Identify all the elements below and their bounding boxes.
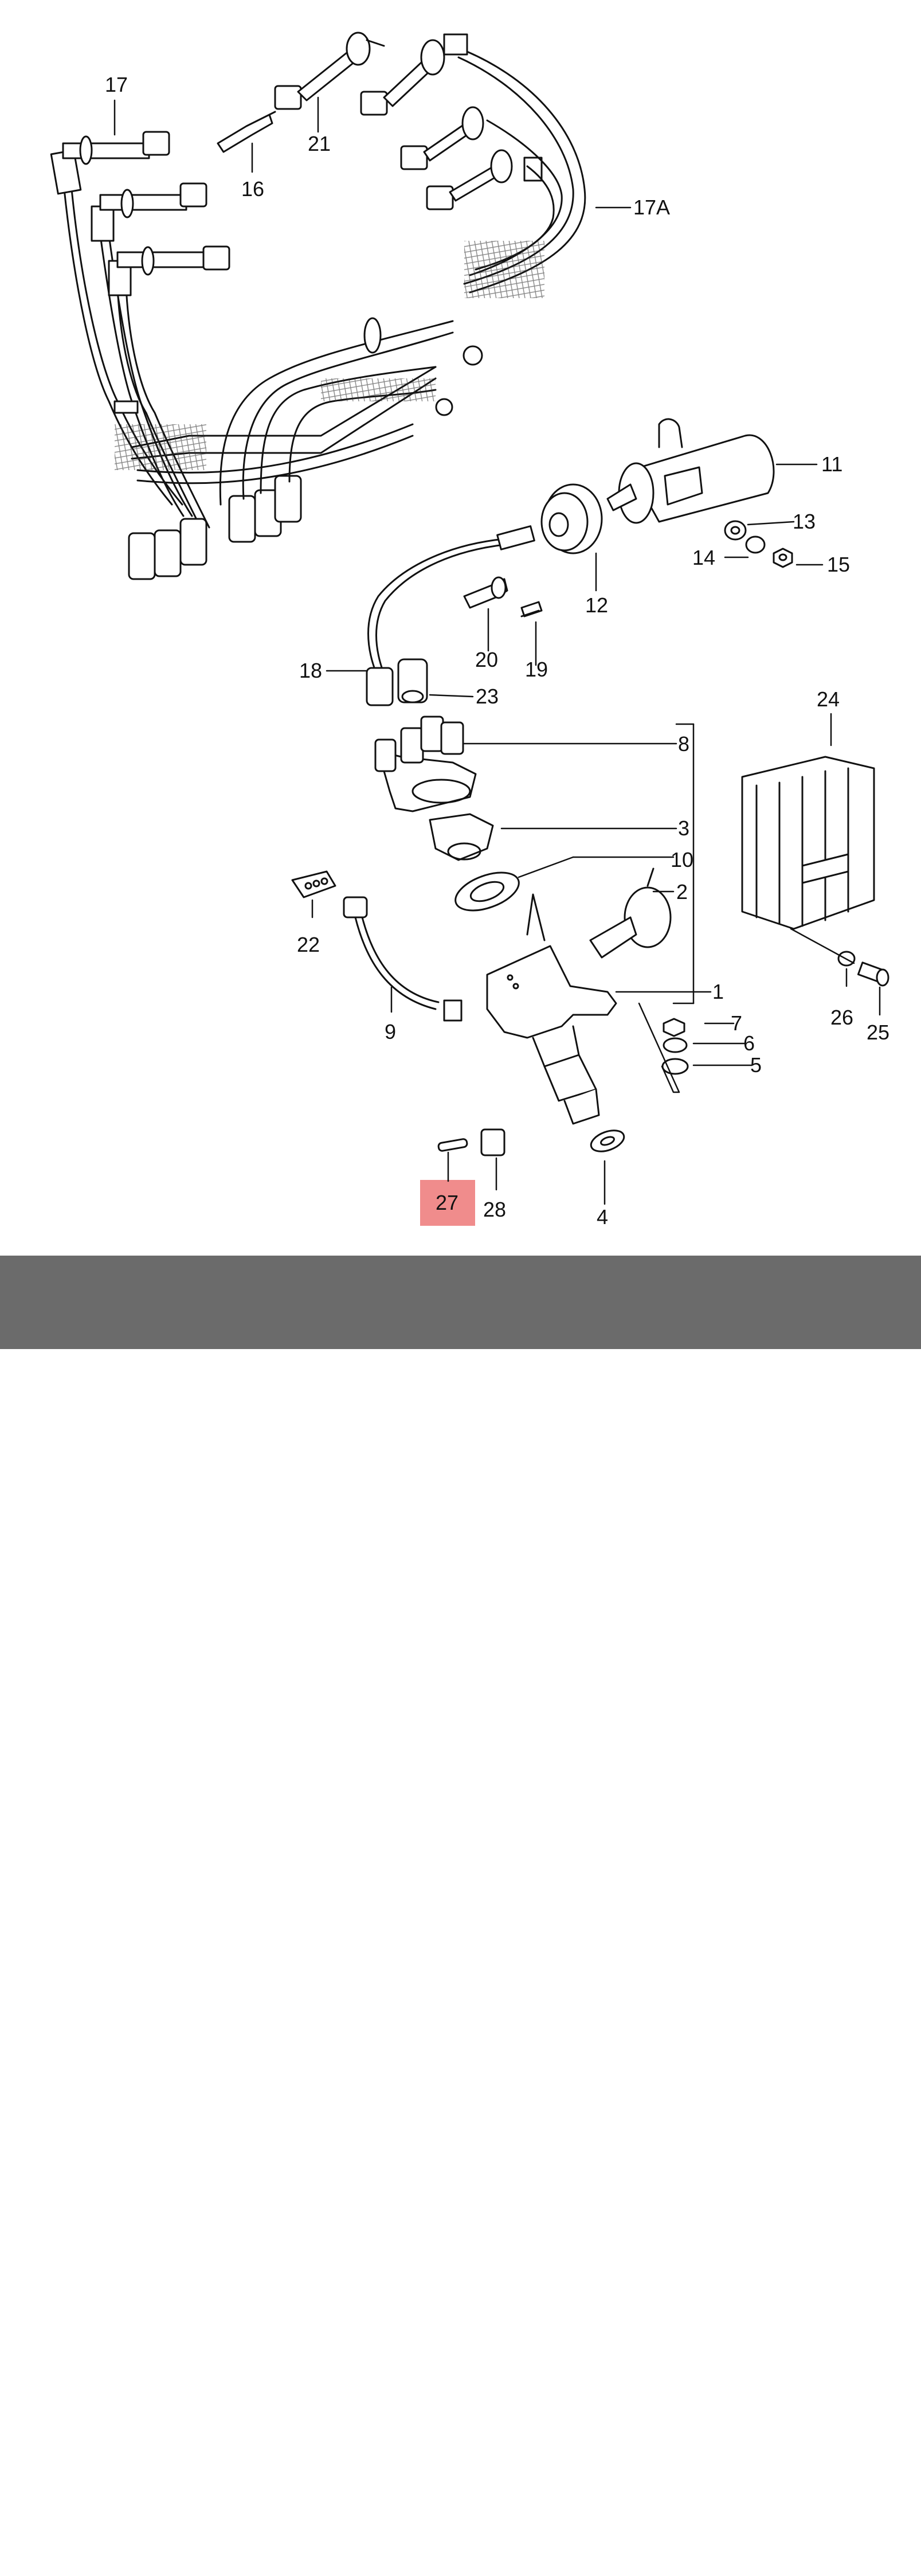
parts-diagram: 17 21 16 17A 11 13 14 15 12 20 19 18 23 … (50, 32, 889, 1229)
vacuum-unit-2 (589, 867, 672, 959)
part-number-text: PORSCHE - 93060292200 (181, 2536, 606, 2575)
ignition-coil-11 (606, 418, 775, 524)
callout-20: 20 (475, 648, 498, 671)
washer-4 (590, 1129, 625, 1152)
callout-15: 15 (827, 553, 850, 576)
callout-28: 28 (483, 1198, 506, 1221)
callout-labels: 17 21 16 17A 11 13 14 15 12 20 19 18 23 … (105, 73, 889, 1229)
spark-plug-connector-17a-a (360, 33, 468, 116)
callout-12: 12 (585, 593, 608, 617)
callout-3: 3 (678, 816, 689, 840)
callout-7: 7 (731, 1011, 742, 1035)
lock-washer-14 (745, 535, 766, 554)
coil-cap-12 (540, 483, 603, 554)
highlight-box-27 (420, 1180, 475, 1226)
callout-18: 18 (299, 659, 322, 682)
callout-9: 9 (385, 1020, 396, 1043)
spark-plug-connector-21 (274, 32, 385, 110)
callout-11: 11 (821, 452, 842, 476)
callout-16: 16 (241, 177, 264, 201)
footer-bar: PORSCHE - 93060292200 N - 27 (0, 1256, 921, 2575)
fasteners-5-6-7 (661, 1018, 689, 1075)
spark-plug-connector-17-a (50, 131, 170, 195)
reference-number-text: N - 27 (645, 2536, 742, 2575)
callout-26: 26 (830, 1006, 853, 1029)
distributor-housing-1 (486, 893, 617, 1125)
callout-22: 22 (297, 933, 320, 956)
rubber-boot-23 (397, 658, 428, 703)
lead-terminal-left-a (128, 518, 207, 580)
drive-gear-28 (480, 1128, 505, 1156)
pin-27 (437, 1138, 468, 1152)
spark-plug-connector-17-b (91, 182, 207, 242)
callout-25: 25 (867, 1021, 889, 1044)
lead-terminal-center (228, 475, 302, 543)
lead-9 (343, 896, 463, 1022)
callout-13: 13 (793, 510, 816, 533)
callout-8: 8 (678, 732, 689, 756)
terminal-20 (463, 576, 508, 609)
callout-4: 4 (597, 1205, 608, 1229)
dust-shield-10 (454, 871, 520, 912)
ignition-lead-center-loops (219, 317, 483, 506)
clip-19 (520, 601, 543, 617)
callout-6: 6 (743, 1031, 755, 1055)
callout-14: 14 (692, 546, 715, 569)
callout-27: 27 (436, 1191, 458, 1214)
callout-23: 23 (476, 685, 499, 708)
callout-5: 5 (750, 1053, 762, 1077)
callout-21: 21 (308, 132, 331, 155)
callout-17: 17 (105, 73, 128, 96)
callout-10: 10 (671, 848, 693, 871)
leader-lines (113, 96, 881, 1205)
callout-17a: 17A (633, 196, 670, 219)
washer-13 (724, 520, 747, 541)
coil-lead-18 (366, 525, 535, 706)
rotor-3 (429, 813, 494, 861)
ignition-lead-left-bundle (63, 188, 437, 529)
callout-19: 19 (525, 658, 548, 681)
spark-plug-connector-17a-c (426, 149, 543, 210)
spark-plug-connector-17-c (108, 245, 230, 296)
control-unit-24 (741, 756, 875, 930)
ignition-lead-right-bundle (457, 50, 586, 298)
screw-25 (857, 961, 889, 987)
nut-15 (773, 548, 793, 568)
distributor-cap-8 (374, 716, 477, 812)
connector-22 (291, 870, 336, 898)
spark-plug-connector-17a-b (400, 106, 484, 170)
callout-2: 2 (676, 880, 688, 904)
callout-24: 24 (817, 687, 840, 711)
callout-1: 1 (712, 980, 724, 1003)
spark-plug-16 (217, 111, 276, 153)
